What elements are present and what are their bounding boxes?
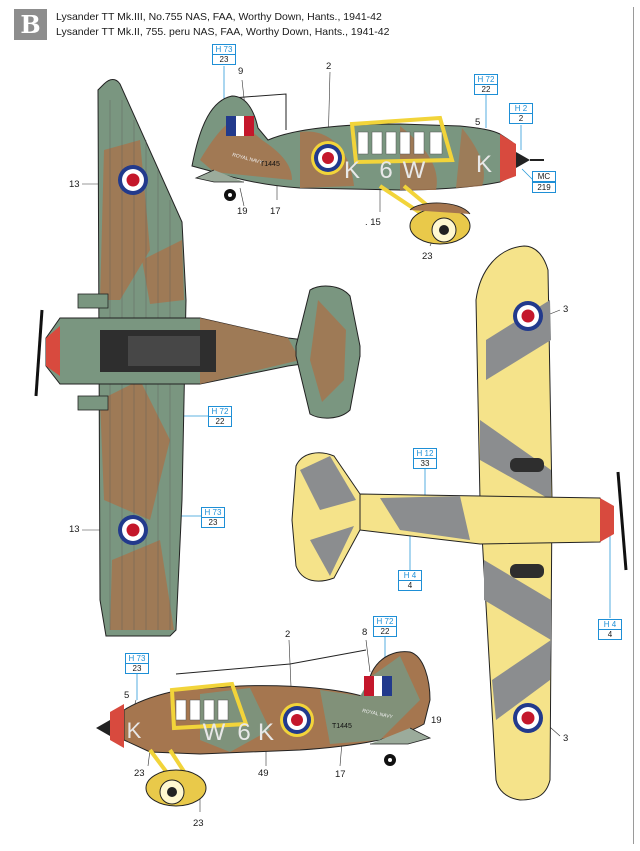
callout-number: 19	[431, 715, 442, 726]
bottom-view	[291, 245, 628, 801]
callout-number: 2	[326, 61, 332, 72]
caption-line-2: Lysander TT Mk.II, 755. peru NAS, FAA, W…	[56, 26, 390, 38]
code-digit-6: 6	[379, 157, 392, 184]
callout-number: 49	[258, 768, 269, 779]
fin-letter-lower: K	[127, 718, 142, 743]
callout-number: 8	[362, 627, 368, 638]
side-view-upper: K 6 W K T1445 ROYAL NAVY	[191, 93, 544, 245]
callout-number: 13	[69, 179, 80, 190]
callout-number: . 15	[365, 217, 381, 228]
serial-text: T1445	[260, 161, 280, 168]
side-view-lower: W 6 K K T1445 ROYAL NAVY	[96, 649, 432, 807]
section-badge: B	[14, 9, 47, 40]
caption-line-1: Lysander TT Mk.III, No.755 NAS, FAA, Wor…	[56, 11, 382, 23]
callout-number: 23	[422, 251, 433, 262]
serial-text-lower: T1445	[332, 723, 352, 730]
code-digit-6-lower: 6	[237, 719, 250, 746]
code-letter-w: W	[403, 157, 426, 184]
callout-number: 17	[270, 206, 281, 217]
callout-number: 3	[563, 733, 569, 744]
callout-number: 13	[69, 524, 80, 535]
top-view	[34, 79, 361, 637]
callout-number: 23	[134, 768, 145, 779]
fin-letter: K	[476, 151, 492, 178]
leader-lines	[136, 66, 611, 700]
callout-number: 2	[285, 629, 291, 640]
page-frame	[7, 7, 634, 844]
callout-number: 9	[238, 66, 244, 77]
callout-number: 3	[563, 304, 569, 315]
code-letter-k: K	[344, 157, 360, 184]
callout-number: 17	[335, 769, 346, 780]
callout-number: 19	[237, 206, 248, 217]
callout-number: 5	[475, 117, 481, 128]
callout-number: 5	[124, 690, 130, 701]
code-letter-w-lower: W	[203, 719, 226, 746]
code-letter-k-lower: K	[258, 719, 274, 746]
callout-number: 23	[193, 818, 204, 829]
